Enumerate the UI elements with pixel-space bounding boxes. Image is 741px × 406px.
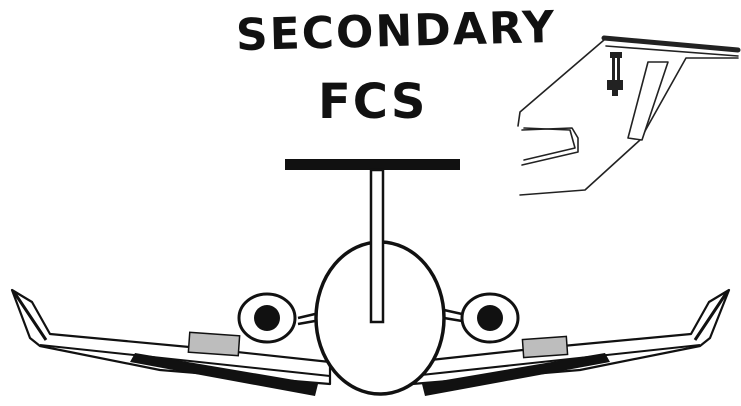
vertical-tail [371,170,383,322]
right-wing [412,290,729,396]
horizontal-stabilizer [285,159,460,170]
right-engine [462,294,518,342]
left-engine [239,294,295,342]
